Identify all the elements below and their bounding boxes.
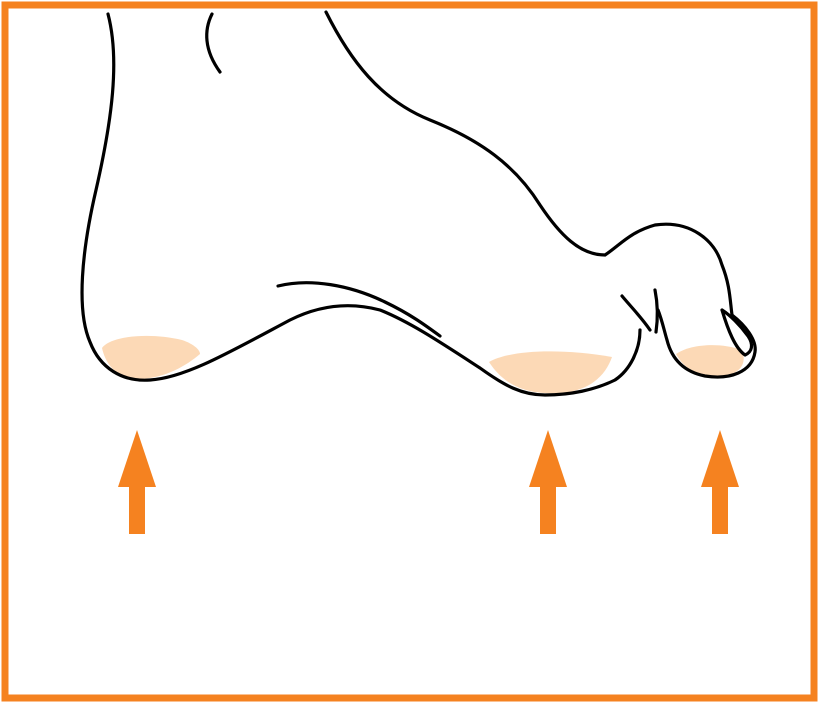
foot-pressure-diagram <box>0 0 819 703</box>
figure-frame <box>0 0 819 703</box>
